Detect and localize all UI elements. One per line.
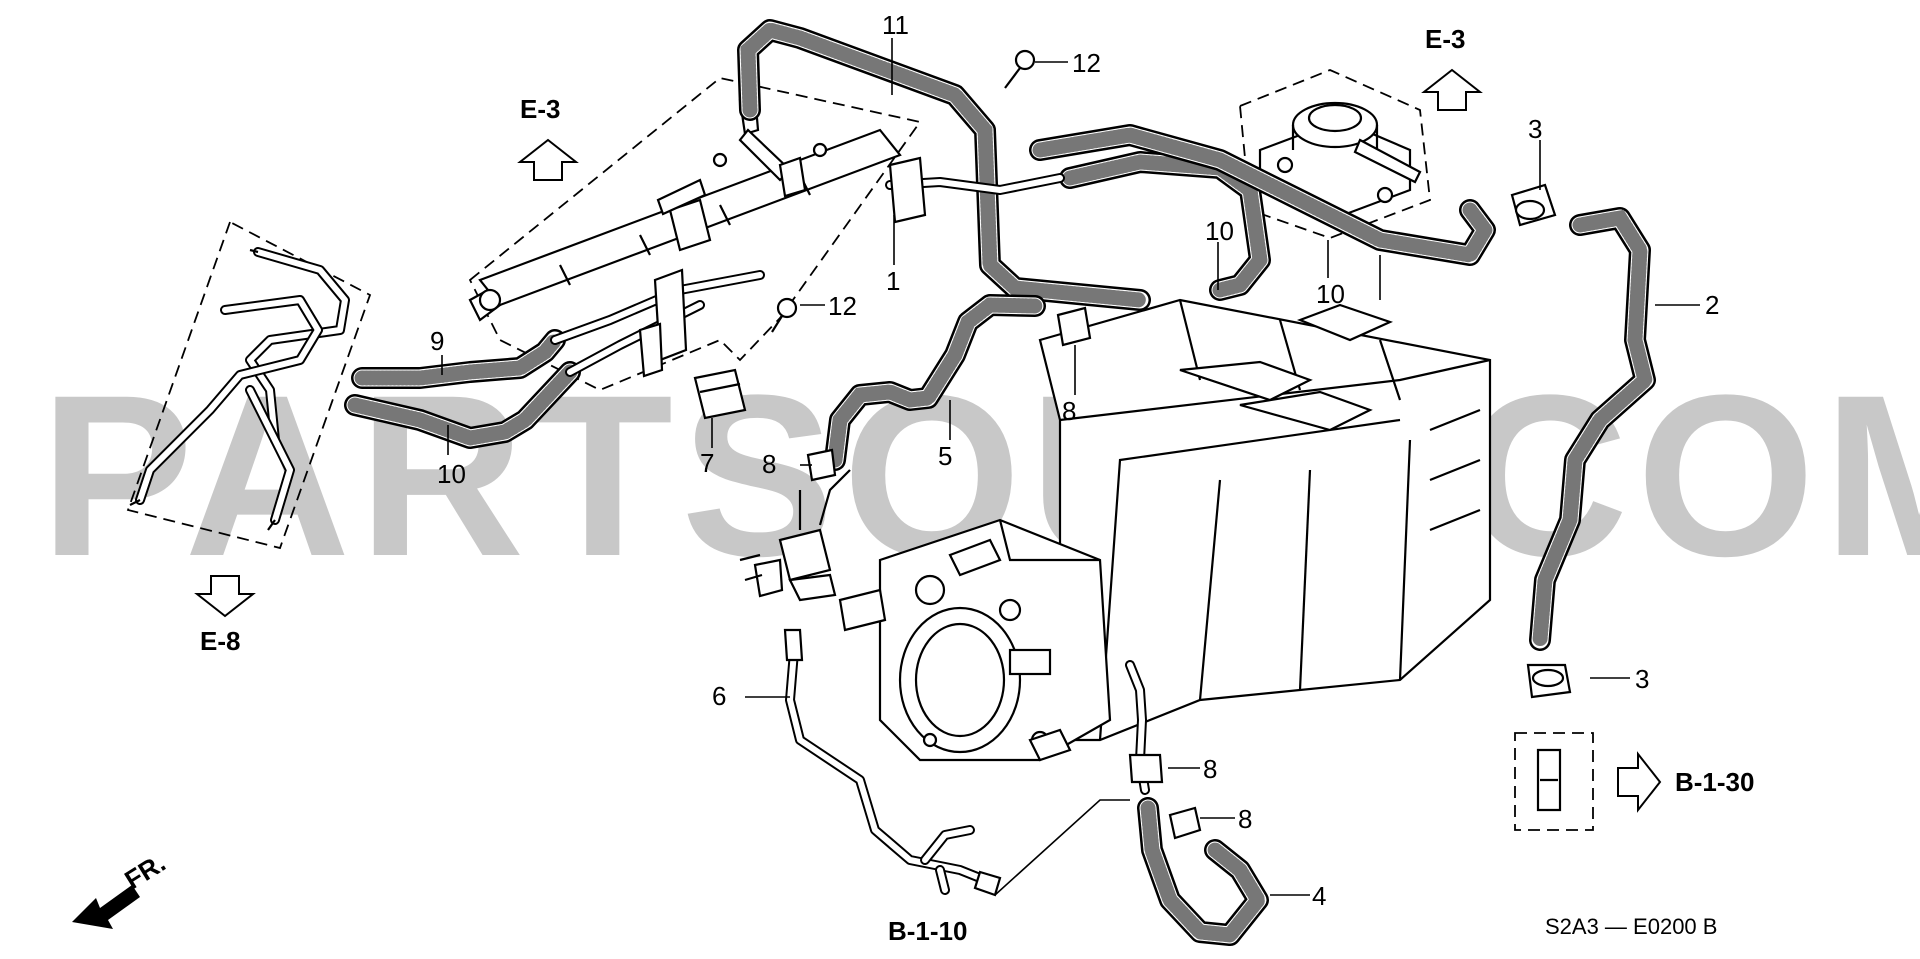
- pipe-group-left: [126, 220, 372, 550]
- leader-lines: [441, 38, 1700, 896]
- fuel-rail-group: [468, 77, 922, 391]
- clamp-8-b: [806, 448, 837, 482]
- callout-3-upper: 3: [1528, 114, 1542, 144]
- callout-6: 6: [712, 681, 726, 711]
- bolt-12-upper: [1004, 49, 1036, 89]
- clamp-7: [693, 368, 747, 420]
- ref-b110: B-1-10: [888, 916, 967, 946]
- iacv-fitting: [739, 469, 851, 602]
- callout-9: 9: [430, 326, 444, 356]
- callout-8-b: 8: [762, 449, 776, 479]
- joint-b130: [1514, 732, 1594, 831]
- clamp-3-lower: [1526, 663, 1572, 699]
- diagram-code: S2A3 — E0200 B: [1545, 914, 1717, 939]
- callout-2: 2: [1705, 290, 1719, 320]
- callout-8-d: 8: [1238, 804, 1252, 834]
- pipe-6: [783, 628, 1002, 897]
- right-arrow-b130: [1617, 751, 1662, 813]
- ref-e3-right: E-3: [1425, 24, 1465, 54]
- callout-12-upper: 12: [1072, 48, 1101, 78]
- clamp-8-d: [1168, 806, 1202, 840]
- clamp-3-upper: [1510, 183, 1557, 227]
- callout-10-right: 10: [1316, 279, 1345, 309]
- ref-e8: E-8: [200, 626, 240, 656]
- front-label: FR.: [119, 847, 170, 895]
- intake-manifold: [1038, 298, 1492, 742]
- hose-10-upper: [1059, 151, 1271, 301]
- callout-3-lower: 3: [1635, 664, 1649, 694]
- hose-11: [737, 19, 1151, 311]
- throttle-body: [838, 518, 1112, 762]
- hose-2: [1529, 207, 1656, 651]
- ref-e3-left: E-3: [520, 94, 560, 124]
- hose-4: [1137, 797, 1269, 946]
- hose-9: [351, 329, 566, 389]
- hose-5: [824, 294, 1046, 471]
- hose-10-right: [1029, 124, 1496, 266]
- callout-8-a: 8: [1062, 396, 1076, 426]
- up-arrow-e3-left: [517, 138, 579, 181]
- down-arrow-e8: [194, 575, 256, 618]
- ref-b130: B-1-30: [1675, 767, 1754, 797]
- front-arrow-icon: [72, 885, 140, 929]
- callout-1: 1: [886, 266, 900, 296]
- callout-8-c: 8: [1203, 754, 1217, 784]
- callout-10-left: 10: [437, 459, 466, 489]
- callout-12-lower: 12: [828, 291, 857, 321]
- up-arrow-e3-right: [1421, 68, 1483, 111]
- clamp-8-c: [1128, 753, 1164, 784]
- callout-4: 4: [1312, 881, 1326, 911]
- pipe-1-area: [550, 156, 1065, 378]
- callout-5: 5: [938, 441, 952, 471]
- bolt-12-lower: [771, 297, 798, 333]
- callout-7: 7: [700, 448, 714, 478]
- clamp-8-a: [1056, 306, 1092, 347]
- callout-10-upper: 10: [1205, 216, 1234, 246]
- callout-11: 11: [882, 10, 909, 40]
- hose-10-left: [344, 361, 581, 449]
